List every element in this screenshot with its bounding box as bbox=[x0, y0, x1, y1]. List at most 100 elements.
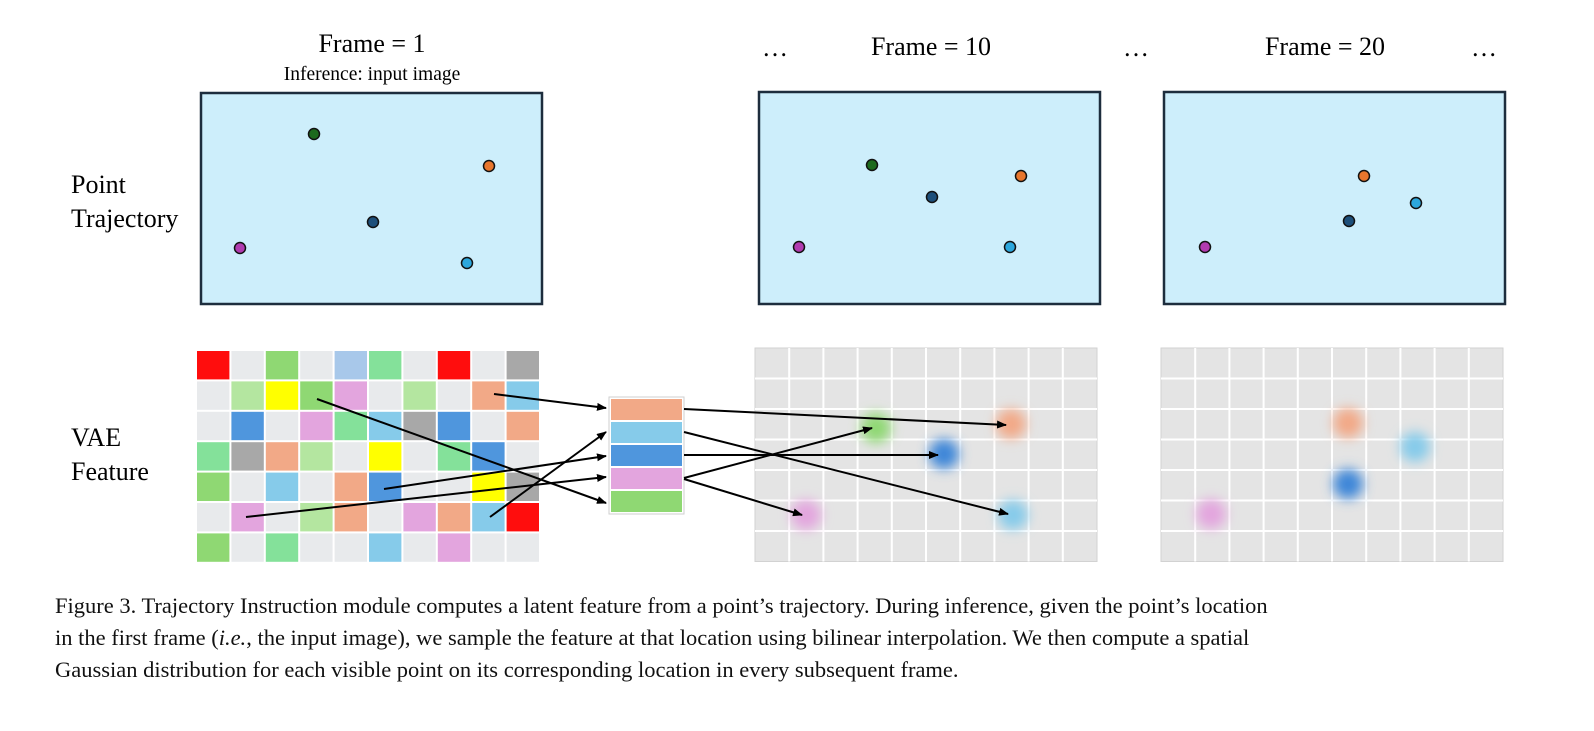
frame20-gaussian-pink bbox=[1196, 499, 1226, 529]
vae-cell bbox=[265, 381, 299, 410]
frame20-point-navy bbox=[1342, 214, 1356, 228]
vae-cell bbox=[506, 351, 539, 380]
ellipsis-3: … bbox=[1471, 33, 1497, 62]
feature-cell-orange bbox=[611, 399, 682, 420]
frame20-gaussians bbox=[1196, 408, 1430, 529]
vae-cell bbox=[265, 533, 299, 562]
vae-cell bbox=[265, 472, 299, 501]
feature-cell-skyblue bbox=[611, 422, 682, 443]
frame1-title: Frame = 1 bbox=[318, 29, 425, 58]
frame1-point-dark-green bbox=[307, 127, 321, 141]
vae-cell bbox=[231, 411, 264, 441]
arrow-green-place bbox=[683, 478, 803, 517]
vae-cell bbox=[437, 533, 471, 562]
frame10-gaussians bbox=[791, 409, 1028, 530]
arrow-blue-sample bbox=[383, 453, 607, 490]
vae-cell bbox=[437, 503, 471, 532]
vae-cell bbox=[231, 381, 264, 410]
frame10-title: Frame = 10 bbox=[871, 32, 991, 61]
vae-cell bbox=[300, 472, 333, 501]
vae-cell bbox=[334, 503, 367, 532]
frame10-gaussian-blue bbox=[929, 439, 959, 469]
frame10-point-cyan bbox=[1003, 240, 1017, 254]
frame10-gaussian-skyblue bbox=[998, 500, 1028, 530]
vae-cell bbox=[472, 411, 505, 441]
frame20-title: Frame = 20 bbox=[1265, 32, 1385, 61]
vae-cell bbox=[197, 442, 230, 471]
vae-cell bbox=[334, 533, 367, 562]
arrow-pink-sample bbox=[245, 474, 607, 518]
vae-cell bbox=[334, 472, 367, 501]
frame1-point-orange bbox=[482, 159, 496, 173]
row-label-feature: Feature bbox=[71, 457, 149, 486]
vae-cell bbox=[369, 351, 402, 380]
frame10-point-orange bbox=[1014, 169, 1028, 183]
frame1-panel bbox=[199, 91, 544, 306]
frame10-gaussian-green bbox=[861, 413, 891, 443]
vae-cell bbox=[231, 533, 264, 562]
vae-cell bbox=[231, 472, 264, 501]
feature-cell-blue bbox=[611, 445, 682, 466]
frame20-gaussian-skyblue bbox=[1400, 432, 1430, 462]
vae-cell bbox=[231, 442, 264, 471]
frame1-point-cyan bbox=[460, 256, 474, 270]
frame10-gaussian-pink bbox=[791, 500, 821, 530]
vae-cell bbox=[369, 533, 402, 562]
vae-cell bbox=[334, 351, 367, 380]
vae-cell bbox=[403, 533, 436, 562]
vae-cell bbox=[197, 533, 230, 562]
frame10-panel bbox=[757, 90, 1102, 306]
caption-line-2-pre: in the first frame ( bbox=[55, 625, 219, 650]
vae-cell bbox=[506, 411, 539, 441]
frame10-gaussian-orange bbox=[996, 409, 1026, 439]
ellipsis-2: … bbox=[1123, 33, 1149, 62]
vae-cell bbox=[197, 472, 230, 501]
vae-cell bbox=[300, 411, 333, 441]
caption-line-2: in the first frame (i.e., the input imag… bbox=[55, 622, 1541, 654]
caption-line-2-em: i.e. bbox=[218, 625, 247, 650]
feature-cell-pink bbox=[611, 468, 682, 489]
frame20-gaussian-blue bbox=[1333, 469, 1363, 499]
vae-cell bbox=[472, 533, 505, 562]
sampled-feature-stack bbox=[608, 396, 685, 515]
vae-cell bbox=[265, 442, 299, 471]
vae-cell bbox=[300, 442, 333, 471]
vae-cell bbox=[506, 533, 539, 562]
vae-cell bbox=[403, 503, 436, 532]
vae-cell bbox=[506, 503, 539, 532]
frame20-gaussian-grid bbox=[1160, 347, 1504, 562]
vae-cell bbox=[300, 381, 333, 410]
vae-cell bbox=[197, 503, 230, 532]
row-label-trajectory: Trajectory bbox=[71, 204, 178, 233]
frame1-subtitle: Inference: input image bbox=[284, 64, 461, 85]
row-label-point: Point bbox=[71, 170, 127, 199]
vae-cell bbox=[197, 411, 230, 441]
vae-cell bbox=[472, 472, 505, 501]
arrow-skyblue-place bbox=[683, 431, 1009, 516]
frame20-point-purple bbox=[1198, 240, 1212, 254]
caption-line-1: Figure 3. Trajectory Instruction module … bbox=[55, 593, 1268, 618]
ellipsis-1: … bbox=[762, 33, 788, 62]
vae-cell bbox=[369, 442, 402, 471]
vae-cell bbox=[369, 503, 402, 532]
row-label-vae: VAE bbox=[71, 423, 121, 452]
vae-cell bbox=[265, 411, 299, 441]
vae-cell bbox=[197, 351, 230, 380]
vae-cell bbox=[231, 351, 264, 380]
vae-cell bbox=[437, 411, 471, 441]
vae-cell bbox=[300, 351, 333, 380]
vae-cell bbox=[472, 351, 505, 380]
frame1-point-purple bbox=[233, 241, 247, 255]
caption-line-2-post: , the input image), we sample the featur… bbox=[246, 625, 1250, 650]
frame20-point-cyan bbox=[1409, 196, 1423, 210]
arrow-orange-sample bbox=[493, 393, 607, 411]
figure-caption: Figure 3. Trajectory Instruction module … bbox=[55, 590, 1541, 686]
vae-cell bbox=[265, 503, 299, 532]
vae-cell bbox=[403, 442, 436, 471]
vae-cell bbox=[300, 533, 333, 562]
caption-line-3: Gaussian distribution for each visible p… bbox=[55, 657, 959, 682]
vae-cell bbox=[437, 442, 471, 471]
frame20-gaussian-orange bbox=[1333, 408, 1363, 438]
feature-cell-green bbox=[611, 491, 682, 512]
